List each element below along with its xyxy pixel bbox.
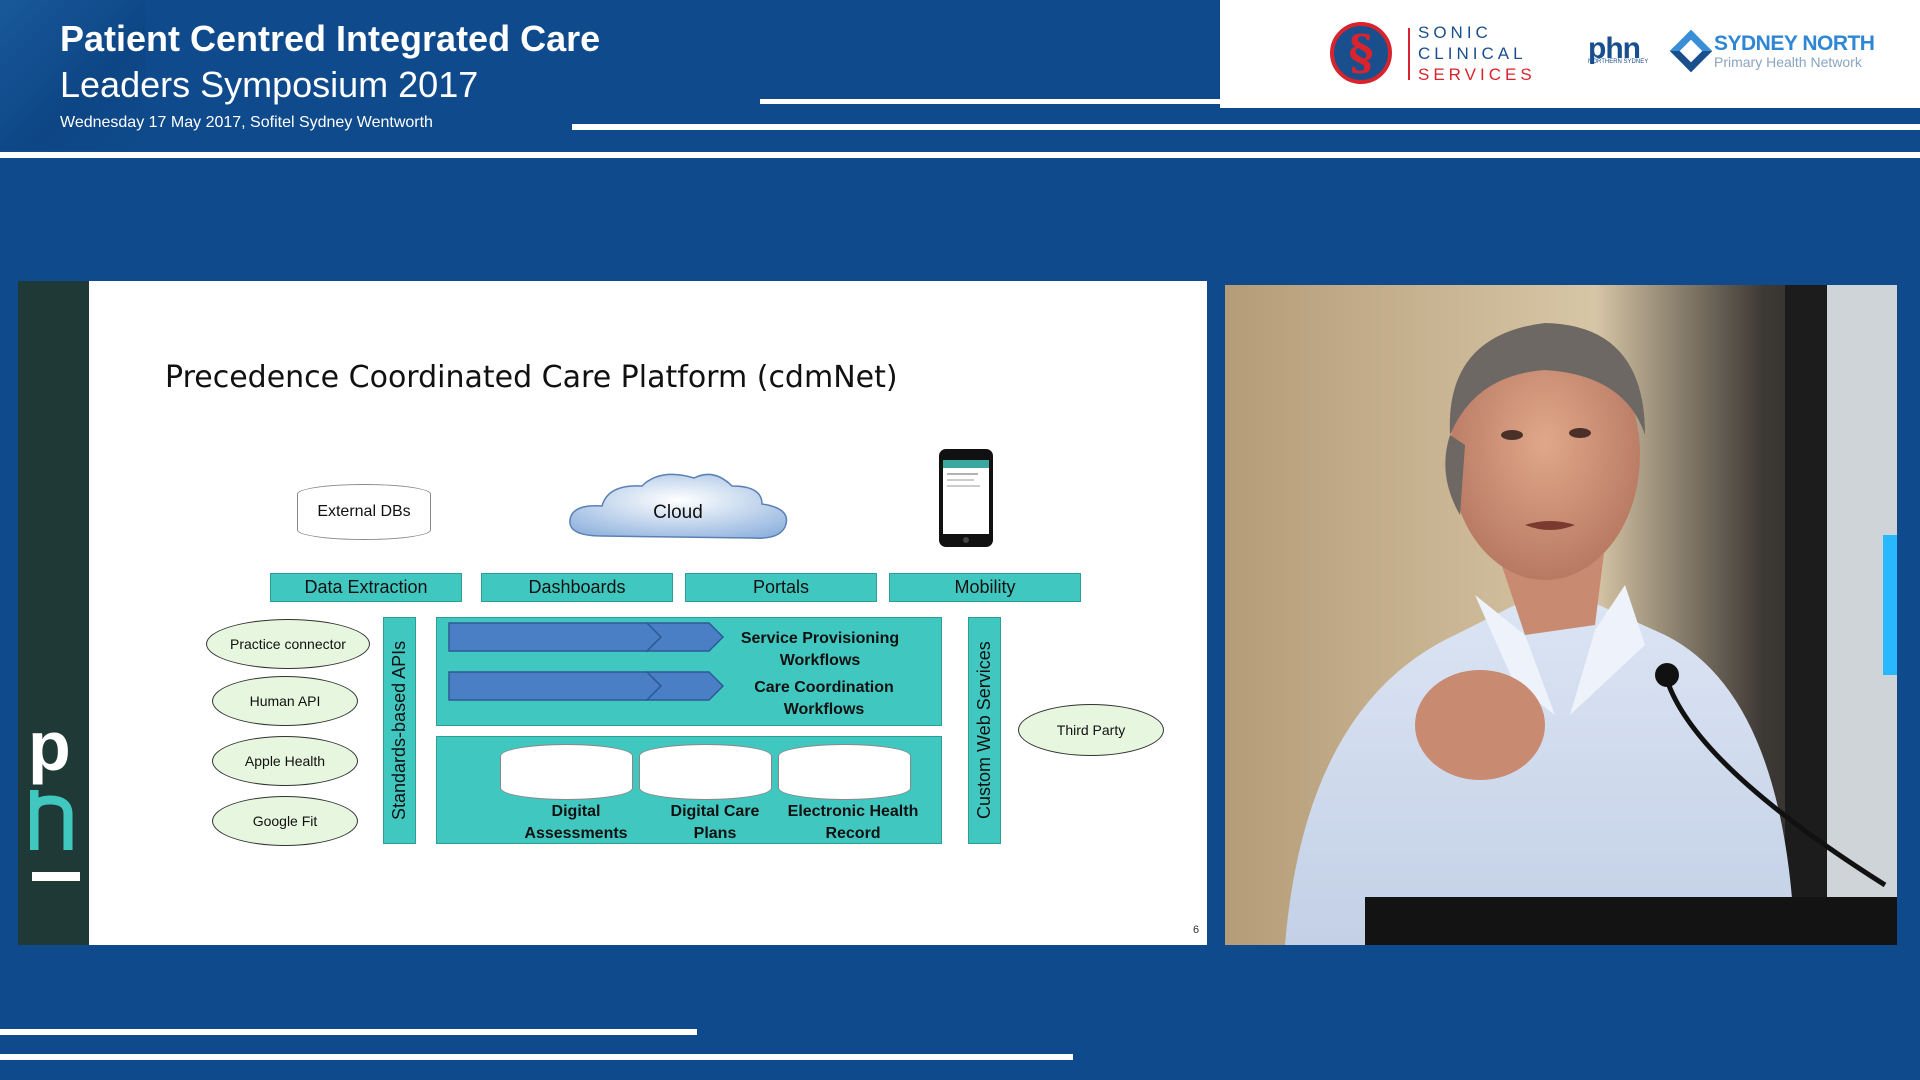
service-provisioning-label: Service Provisioning Workflows (740, 630, 900, 669)
portals-box: Portals (685, 573, 877, 602)
practice-connector-oval: Practice connector (206, 619, 370, 669)
ehr-cylinder (778, 744, 911, 800)
digital-care-plans-label: Digital Care Plans (670, 803, 760, 842)
event-title: Patient Centred Integrated Care (60, 18, 601, 59)
custom-web-services-bar: Custom Web Services (968, 617, 1001, 844)
mobility-box: Mobility (889, 573, 1081, 602)
slide-page-number: 6 (1193, 924, 1200, 936)
event-date-venue: Wednesday 17 May 2017, Sofitel Sydney We… (60, 114, 433, 131)
cloud-icon (569, 473, 788, 539)
sonic-logo-icon (1330, 22, 1392, 84)
digital-assessments-label: Digital Assessments (524, 803, 628, 842)
cloud-label: Cloud (653, 502, 703, 523)
data-extraction-box: Data Extraction (270, 573, 462, 602)
workflow-arrows-icon (448, 622, 725, 701)
event-subtitle: Leaders Symposium 2017 (60, 64, 479, 105)
sonic-divider (1408, 28, 1410, 80)
sonic-s-icon: § (1348, 25, 1374, 81)
dashboards-box: Dashboards (481, 573, 673, 602)
header-line-2 (572, 124, 1920, 130)
phn-logo: phn (1588, 32, 1641, 65)
ehr-label: Electronic Health Record (787, 803, 919, 842)
care-coordination-label: Care Coordination Workflows (754, 679, 894, 718)
sidebar-logo-p: p (28, 707, 71, 785)
sidebar-logo-bar (32, 872, 80, 881)
sydney-north-title: SYDNEY NORTH (1714, 32, 1875, 55)
human-api-oval: Human API (212, 676, 358, 726)
digital-assessments-cylinder (500, 744, 633, 800)
external-dbs-cylinder: External DBs (297, 484, 431, 540)
sydney-north-subtitle: Primary Health Network (1714, 54, 1862, 70)
header-line-1b (1220, 104, 1920, 108)
header-line-1 (760, 99, 1220, 104)
google-fit-oval: Google Fit (212, 796, 358, 846)
slide-title: Precedence Coordinated Care Platform (cd… (165, 360, 898, 395)
footer-line-1 (0, 1029, 697, 1035)
sidebar-logo-h-icon (30, 790, 73, 850)
speaker-video-panel (1225, 285, 1897, 945)
header-decoration (0, 0, 145, 150)
apple-health-oval: Apple Health (212, 736, 358, 786)
header-line-3 (0, 152, 1920, 158)
footer-line-2 (0, 1054, 1073, 1060)
standards-apis-bar: Standards-based APIs (383, 617, 416, 844)
sonic-logo-text: SONIC CLINICAL SERVICES (1418, 23, 1536, 84)
smartphone-icon (939, 449, 993, 547)
third-party-oval: Third Party (1018, 704, 1164, 756)
digital-care-plans-cylinder (639, 744, 772, 800)
phn-logo-sub: NORTHERN SYDNEY (1588, 59, 1649, 65)
